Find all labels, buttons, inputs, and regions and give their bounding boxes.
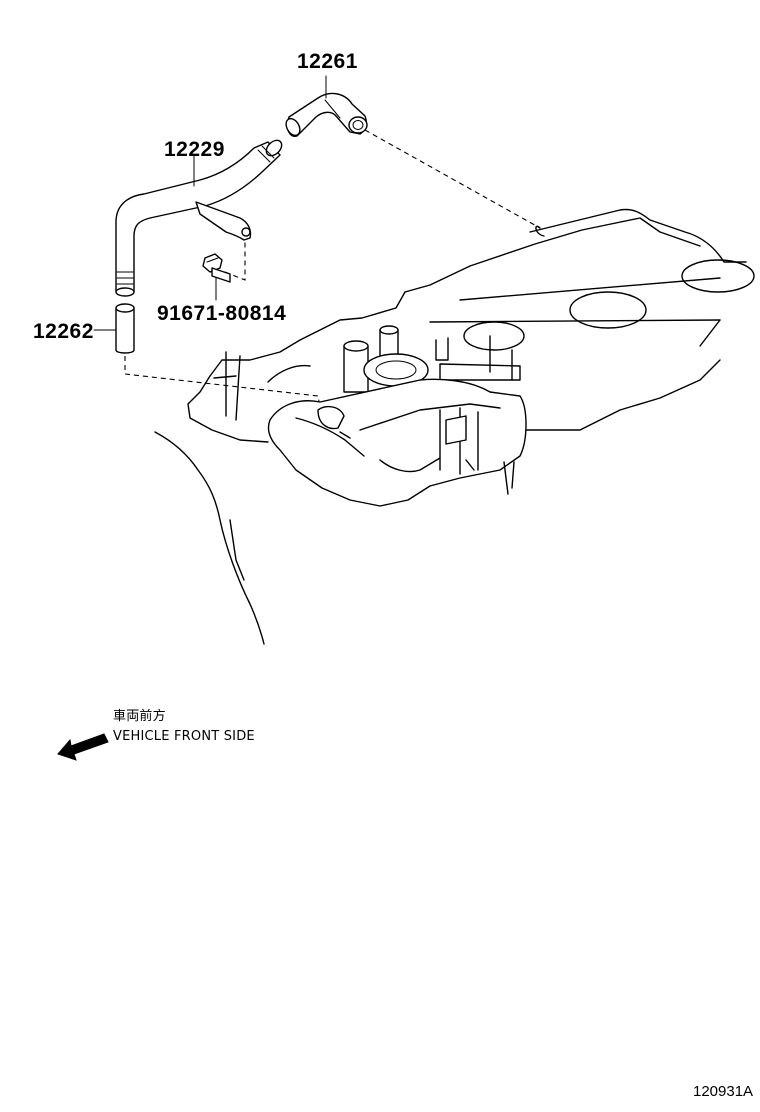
breather-hose-upper[interactable] <box>283 92 368 137</box>
bolt[interactable] <box>202 253 231 283</box>
direction-label-english: VEHICLE FRONT SIDE <box>113 729 255 744</box>
vehicle-front-arrow <box>57 733 109 761</box>
part-number-12261[interactable]: 12261 <box>297 50 358 73</box>
figure-id: 120931A <box>693 1083 754 1100</box>
leader-lines <box>93 75 327 331</box>
connection-lines <box>124 129 541 419</box>
part-number-12262[interactable]: 12262 <box>33 320 94 343</box>
breather-hose-lower[interactable] <box>115 303 135 354</box>
direction-label-japanese: 車両前方 <box>113 709 166 724</box>
ventilation-pipe[interactable] <box>115 137 285 297</box>
engine-assembly <box>154 208 755 645</box>
part-number-91671-80814[interactable]: 91671-80814 <box>157 302 287 325</box>
part-number-12229[interactable]: 12229 <box>164 138 225 161</box>
